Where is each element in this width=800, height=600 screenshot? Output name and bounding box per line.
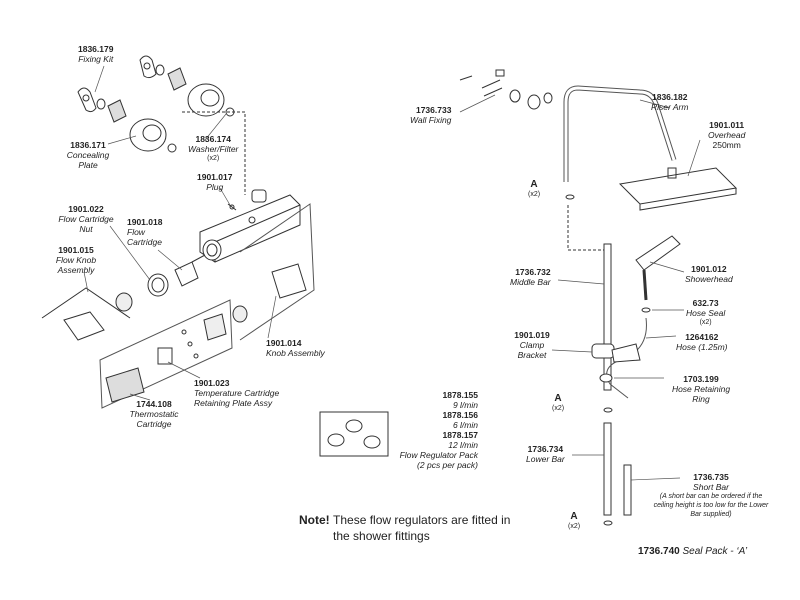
seal-pack-code: 1736.740 xyxy=(638,546,680,557)
label-lower-bar: 1736.734 Lower Bar xyxy=(526,444,565,464)
label-hose-seal: 632.73 Hose Seal (x2) xyxy=(686,298,726,326)
hose-retaining-ring-drawing xyxy=(599,373,613,383)
label-clamp-bracket: 1901.019 Clamp Bracket xyxy=(514,330,550,360)
note-text: These flow regulators are fitted in the … xyxy=(333,513,511,543)
label-hose: 1264162 Hose (1.25m) xyxy=(676,332,728,352)
label-knob-assembly: 1901.014 Knob Assembly xyxy=(266,338,325,358)
seal-marker-top: A (x2) xyxy=(528,179,541,199)
label-washer-filter: 1836.174 Washer/Filter (x2) xyxy=(188,134,239,162)
label-riser-arm: 1836.182 Riser Arm xyxy=(651,92,689,112)
fixing-kit-drawing xyxy=(77,55,187,123)
label-thermostatic-cartridge: 1744.108 Thermostatic Cartridge xyxy=(129,399,179,429)
middle-bar-drawing xyxy=(603,243,612,391)
label-flow-cartridge: 1901.018 Flow Cartridge xyxy=(127,217,163,247)
label-short-bar: 1736.735 Short Bar (A short bar can be o… xyxy=(653,472,769,518)
seal-pack-name: Seal Pack - ‘A’ xyxy=(682,546,748,557)
label-concealing-plate: 1836.171 Concealing Plate xyxy=(66,140,110,170)
flow-cartridge-drawing xyxy=(147,254,206,297)
overhead-drawing xyxy=(618,167,738,211)
label-wall-fixing: 1736.733 Wall Fixing xyxy=(410,105,452,125)
riser-arm-drawing xyxy=(563,85,677,182)
label-temp-cartridge-plate: 1901.023 Temperature Cartridge Retaining… xyxy=(194,378,280,408)
label-flow-cartridge-nut: 1901.022 Flow Cartridge Nut xyxy=(58,204,114,234)
seal-pack-label: 1736.740 Seal Pack - ‘A’ xyxy=(638,546,747,557)
seal-marker-mid: A (x2) xyxy=(552,393,565,413)
temp-plate-drawing xyxy=(99,299,233,409)
lower-bar-drawing xyxy=(603,422,612,516)
flow-knob-drawing xyxy=(41,287,133,341)
thermostatic-cartridge-drawing xyxy=(105,367,145,403)
flow-regulator-pack-drawing xyxy=(319,411,389,457)
wall-fixing-drawing xyxy=(459,69,553,110)
seal-a-ring-bottom xyxy=(603,520,613,526)
label-plug: 1901.017 Plug xyxy=(197,172,233,192)
seal-marker-bottom: A (x2) xyxy=(568,511,581,531)
regulator-note: Note! These flow regulators are fitted i… xyxy=(299,512,513,544)
clamp-bracket-drawing xyxy=(591,343,641,363)
label-showerhead: 1901.012 Showerhead xyxy=(685,264,733,284)
showerhead-drawing xyxy=(635,235,681,301)
valve-body xyxy=(199,189,301,263)
concealing-plate-drawing xyxy=(129,83,235,153)
label-flow-knob-assembly: 1901.015 Flow Knob Assembly xyxy=(55,245,97,275)
label-fixing-kit: 1836.179 Fixing Kit xyxy=(78,44,114,64)
short-bar-drawing xyxy=(623,464,632,516)
seal-a-ring-mid xyxy=(603,407,613,413)
label-middle-bar: 1736.732 Middle Bar xyxy=(510,267,551,287)
note-prefix: Note! xyxy=(299,513,330,527)
plug-drawing xyxy=(227,203,237,211)
label-flow-regulators: 1878.155 9 l/min 1878.156 6 l/min 1878.1… xyxy=(399,390,478,470)
label-overhead: 1901.011 Overhead 250mm xyxy=(708,120,746,150)
knob-assembly-drawing xyxy=(232,203,315,341)
label-hose-retaining-ring: 1703.199 Hose Retaining Ring xyxy=(671,374,731,404)
seal-a-ring-top xyxy=(565,194,575,200)
hose-seal-ring xyxy=(641,307,651,313)
